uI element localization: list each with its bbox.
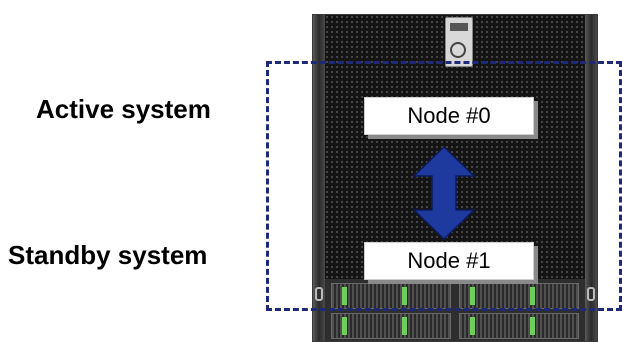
front-mesh-panel xyxy=(325,15,585,279)
drive-led xyxy=(530,287,535,305)
node-1-box: Node #1 xyxy=(364,242,534,280)
drive-bay xyxy=(331,313,451,339)
drive-bay xyxy=(459,313,579,339)
standby-system-label: Standby system xyxy=(8,240,208,270)
logo-mark-ring xyxy=(450,42,466,58)
drive-led xyxy=(530,317,535,335)
cluster-dashed-frame xyxy=(266,61,622,311)
arrow-shape xyxy=(412,146,476,240)
drive-bay xyxy=(459,283,579,309)
drive-led xyxy=(470,317,475,335)
vendor-logo-badge xyxy=(445,17,473,67)
drive-led xyxy=(470,287,475,305)
right-rack-rail xyxy=(585,15,597,341)
logo-mark-top xyxy=(450,23,468,31)
active-system-label: Active system xyxy=(36,94,211,124)
left-rack-rail xyxy=(313,15,325,341)
drive-led xyxy=(402,317,407,335)
node-0-box: Node #0 xyxy=(364,97,534,135)
server-chassis xyxy=(312,14,598,342)
double-headed-arrow-icon xyxy=(412,146,476,240)
drive-led xyxy=(402,287,407,305)
left-handle-icon xyxy=(315,287,323,301)
drive-led xyxy=(342,287,347,305)
drive-led xyxy=(342,317,347,335)
right-handle-icon xyxy=(587,287,595,301)
